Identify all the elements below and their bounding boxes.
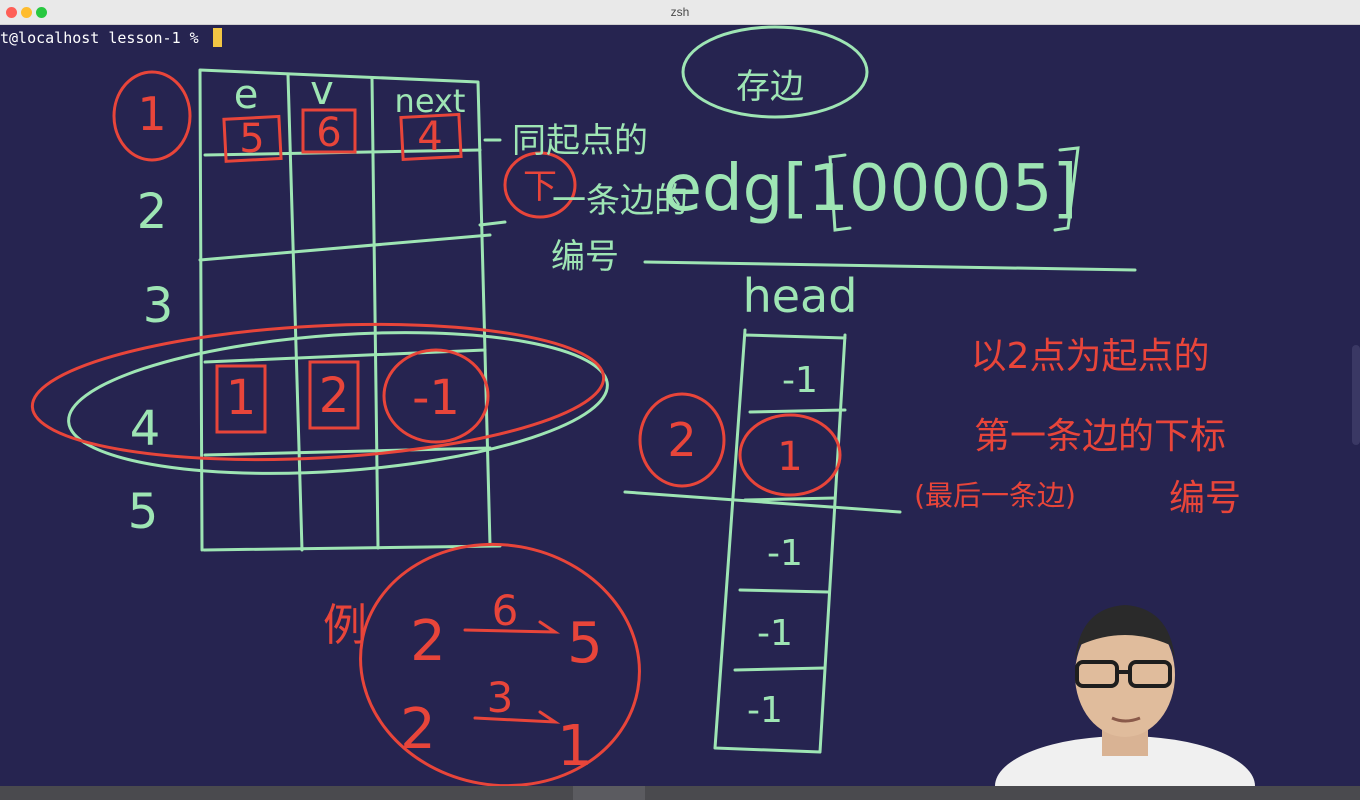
note-first-edge: 第一条边的下标	[974, 416, 1226, 457]
window-title: zsh	[670, 5, 690, 19]
example-arrow	[463, 620, 561, 724]
head-value-2: -1	[767, 533, 803, 574]
row-label-2: 2	[137, 184, 168, 240]
top-circle	[681, 25, 869, 119]
dock-bar	[0, 786, 1360, 800]
head-value-4: -1	[747, 690, 783, 731]
row4-next-circle	[382, 348, 490, 444]
head-index-label: 2	[667, 413, 696, 467]
terminal-prompt-line[interactable]: t@localhost lesson-1 %	[0, 28, 222, 47]
cell-next-box	[399, 112, 463, 162]
example-2-from: 2	[400, 697, 436, 762]
dock-item-active[interactable]	[573, 786, 645, 800]
cell-v-box	[301, 108, 357, 154]
cell-e-box	[222, 114, 283, 163]
terminal-cursor	[212, 28, 222, 47]
head-value-3: -1	[757, 613, 793, 654]
row4-next-value: -1	[412, 370, 460, 426]
row-label-5: 5	[128, 484, 159, 540]
example-prefix: 例	[323, 600, 367, 651]
example-1-weight: 6	[492, 586, 519, 635]
example-1-to: 5	[567, 611, 603, 676]
head-index-circle	[638, 392, 726, 488]
row-label-3: 3	[143, 278, 174, 334]
example-circle	[359, 542, 641, 786]
window-titlebar: zsh	[0, 0, 1360, 25]
close-window-button[interactable]	[6, 7, 17, 18]
edg-brackets	[828, 146, 1080, 232]
note-next-edge: 一条边的	[552, 181, 688, 221]
head-label: head	[743, 269, 858, 323]
whiteboard-drawing: e v next 2 3 4 5 存边 同起点的 一条边的 编号 edg[100…	[30, 25, 1241, 786]
head-value-circle	[738, 413, 842, 497]
row4-v-value: 2	[319, 368, 350, 424]
row-label-4: 4	[130, 401, 161, 457]
terminal-prompt: t@localhost lesson-1 %	[0, 28, 208, 47]
column-header-e: e	[234, 72, 259, 118]
note-same-start: 同起点的	[512, 121, 648, 161]
head-value-1: 1	[777, 434, 802, 480]
note-number: 编号	[1169, 478, 1241, 519]
webcam-presenter-overlay	[995, 605, 1255, 786]
zoom-window-button[interactable]	[36, 7, 47, 18]
row4-red-ellipse	[30, 322, 606, 462]
cell-v-value: 6	[316, 110, 341, 156]
example-2-to: 1	[557, 714, 593, 779]
cell-next-value: 4	[417, 114, 442, 160]
cell-e-value: 5	[239, 116, 264, 162]
note-id: 编号	[551, 237, 619, 277]
note-start-point: 以2点为起点的	[971, 336, 1210, 377]
next-id-circle	[503, 151, 577, 219]
example-1-from: 2	[410, 609, 446, 674]
table-outline	[198, 68, 502, 552]
note-next-char: 下	[523, 167, 557, 207]
divider-line	[643, 260, 1137, 272]
terminal-scrollbar[interactable]	[1352, 345, 1360, 445]
edg-arrow	[478, 138, 507, 227]
minimize-window-button[interactable]	[21, 7, 32, 18]
edge-array-label: edg[100005]	[663, 152, 1078, 226]
head-underline	[623, 490, 902, 514]
row-label-1: 1	[137, 87, 166, 141]
column-header-v: v	[310, 68, 334, 114]
row4-e-box	[215, 364, 267, 434]
row4-e-value: 1	[226, 370, 257, 426]
row1-red-circle	[112, 70, 192, 162]
note-last-edge: (最后一条边)	[914, 479, 1076, 512]
column-header-next: next	[395, 82, 466, 120]
note-circle-top: 存边	[736, 67, 804, 107]
head-row-line	[733, 408, 847, 672]
row4-green-ellipse	[67, 331, 609, 475]
head-value-0: -1	[782, 360, 818, 401]
row4-v-box	[308, 360, 360, 430]
head-column-outline	[713, 328, 847, 754]
example-2-weight: 3	[487, 673, 514, 722]
